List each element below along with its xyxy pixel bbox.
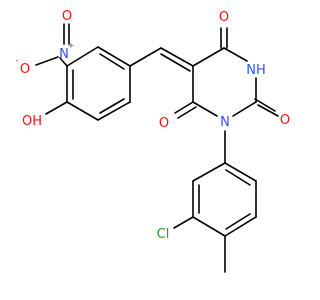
nitro-oxygen-top-label: O bbox=[62, 9, 72, 24]
nitro-nitrogen-charge: + bbox=[68, 41, 75, 50]
bond-double-inner bbox=[99, 98, 125, 114]
bond-double-inner bbox=[225, 213, 251, 230]
bond-double-inner bbox=[225, 169, 251, 186]
bond bbox=[223, 47, 248, 62]
bond bbox=[192, 47, 225, 67]
bond bbox=[59, 57, 68, 67]
bond bbox=[173, 216, 194, 229]
bond-double-inner bbox=[160, 53, 191, 72]
ring-nitrogen-label: N bbox=[220, 115, 230, 130]
bond bbox=[129, 47, 162, 67]
bond bbox=[66, 101, 99, 121]
carbonyl-oxygen-right-label: O bbox=[280, 113, 290, 128]
nitro-nitrogen-label: N bbox=[59, 47, 69, 62]
molecule-canvas: N + O O - OH O NH O O N Cl bbox=[16, 9, 290, 273]
bond bbox=[224, 162, 257, 182]
bond bbox=[224, 216, 257, 237]
chloro-label: Cl bbox=[157, 227, 170, 242]
bond bbox=[257, 104, 279, 117]
bond bbox=[177, 106, 197, 119]
carbonyl-oxygen-left-label: O bbox=[159, 116, 169, 131]
bond bbox=[192, 216, 226, 237]
bond bbox=[192, 162, 226, 182]
hydroxyl-label: OH bbox=[22, 114, 42, 129]
bond bbox=[192, 101, 218, 117]
molecule-structure: N + O O - OH O NH O O N Cl bbox=[16, 9, 290, 273]
bond bbox=[97, 101, 131, 121]
bond-double-inner bbox=[99, 53, 125, 70]
bond bbox=[232, 101, 257, 117]
bond bbox=[97, 46, 131, 67]
bond bbox=[254, 98, 276, 112]
nitro-oxygen-charge: - bbox=[16, 56, 19, 65]
nitro-oxygen-left-label: O bbox=[20, 62, 30, 77]
imide-nh-label: NH bbox=[246, 63, 266, 78]
carbonyl-oxygen-top-label: O bbox=[219, 10, 229, 25]
bond bbox=[45, 101, 68, 115]
bond bbox=[66, 46, 99, 67]
bonds bbox=[35, 23, 279, 273]
bond bbox=[35, 56, 59, 66]
bond bbox=[160, 47, 194, 67]
bond bbox=[174, 101, 194, 114]
